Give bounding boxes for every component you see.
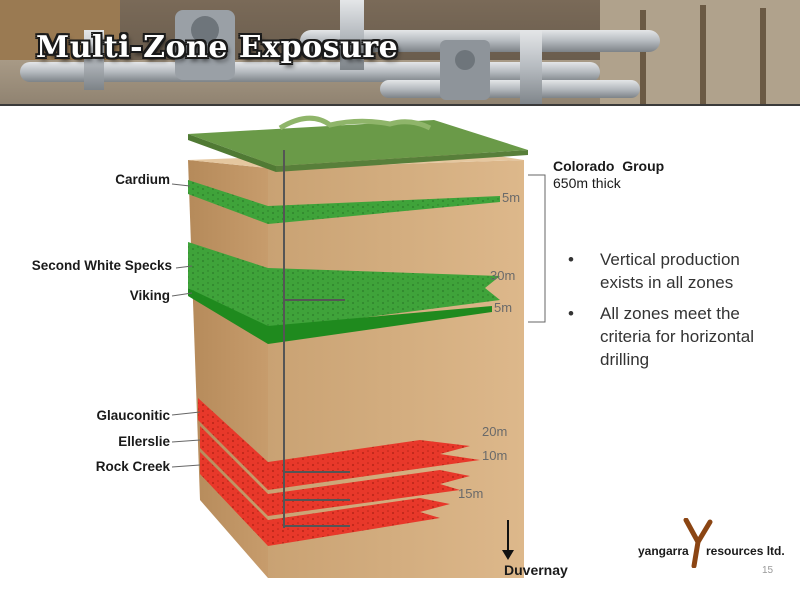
zone-viking-layer (188, 288, 492, 344)
zone-label-rock-creek: Rock Creek (95, 459, 170, 474)
leader-cardium (171, 183, 191, 187)
logo-text-left: yangarra (638, 544, 689, 558)
thickness-label-viking: 5m (494, 300, 512, 315)
duvernay-arrow-head (502, 550, 514, 560)
bullet-item: • All zones meet the criteria for horizon… (568, 302, 788, 371)
zone-label-cardium: Cardium (115, 172, 170, 187)
zone-glauconitic-layer (198, 398, 480, 490)
terrain-surface (188, 120, 528, 166)
zone-label-viking: Viking (129, 288, 170, 303)
leader-glauconitic (171, 411, 201, 416)
bullet-dot-icon: • (568, 250, 574, 269)
terrain-surface-front (188, 134, 276, 172)
zone-second-white-specks-layer (188, 242, 500, 330)
page-number: 15 (762, 565, 774, 576)
leader-ellerslie (171, 439, 201, 443)
terrain-surface-right (276, 150, 528, 172)
leader-viking (171, 292, 193, 297)
header-banner: Multi-Zone Exposure (0, 0, 800, 106)
bullet-dot-icon: • (568, 304, 574, 323)
logo-text-right: resources ltd. (706, 544, 785, 558)
zone-label-ellerslie: Ellerslie (118, 434, 170, 449)
zone-ellerslie-layer (200, 426, 470, 516)
colorado-group-name: Colorado Group (553, 158, 665, 174)
zone-label-second-white-specks: Second White Specks (31, 258, 172, 273)
zone-cardium-layer (188, 180, 500, 224)
duvernay-label: Duvernay (504, 562, 568, 578)
pipeline-photo (0, 0, 800, 106)
logo-y-mark-icon (683, 518, 713, 568)
colorado-group-bracket (528, 174, 546, 323)
bullet-list: • Vertical production exists in all zones… (568, 248, 788, 379)
slide-title: Multi-Zone Exposure (36, 30, 399, 65)
colorado-group-thickness: 650m thick (553, 175, 621, 191)
bullet-item: • Vertical production exists in all zones (568, 248, 788, 294)
leader-second-white-specks (175, 265, 193, 269)
bullet-text: Vertical production exists in all zones (600, 250, 740, 292)
terrain-ridge (278, 115, 432, 131)
thickness-label-cardium: 5m (502, 190, 520, 205)
company-logo: yangarra resources ltd. (638, 518, 790, 568)
thickness-label-ellerslie: 10m (482, 448, 507, 463)
thickness-label-second-white-specks: 30m (490, 268, 515, 283)
thickness-label-rock-creek: 15m (458, 486, 483, 501)
leader-rock-creek (171, 464, 201, 468)
bullet-text: All zones meet the criteria for horizont… (600, 304, 755, 369)
thickness-label-glauconitic: 20m (482, 424, 507, 439)
zone-rock-creek-layer (200, 452, 450, 546)
zone-label-glauconitic: Glauconitic (96, 408, 170, 423)
